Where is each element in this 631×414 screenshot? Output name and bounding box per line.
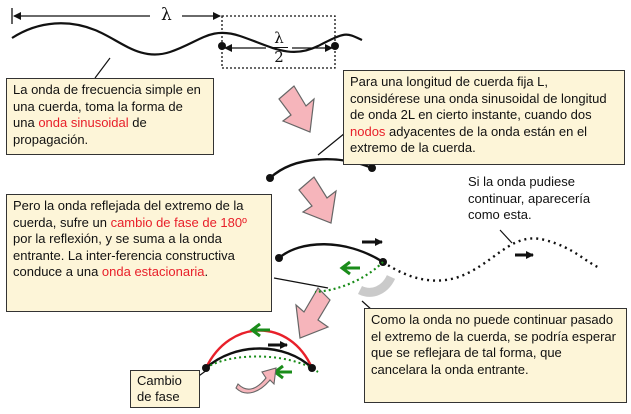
connector-c4 xyxy=(273,277,329,289)
phase-change-pink-arrow xyxy=(235,367,277,394)
callout-2-red: nodos xyxy=(350,123,386,139)
flow-arrow-2 xyxy=(298,176,337,224)
green-arrow-left-1 xyxy=(339,260,360,276)
continued-wave-dotted xyxy=(382,237,601,282)
node-dot-2a xyxy=(266,174,274,182)
half-lambda-denominator: 2 xyxy=(274,48,284,66)
callout-simple-frequency: La onda de frecuencia simple en una cuer… xyxy=(6,78,214,155)
sine-wave-top xyxy=(11,22,363,56)
flow-arrow-3 xyxy=(295,287,331,339)
callout-4-red2: onda estacionaria xyxy=(101,264,205,279)
reflection-curve-arrow xyxy=(357,274,396,297)
node-dot-right xyxy=(331,42,339,50)
callout-reflected-wave: Pero la onda reflejada del extremo de la… xyxy=(6,194,272,312)
callout-1-pre: La onda de frecuencia simple en una cuer… xyxy=(13,82,201,130)
node-dot-4b xyxy=(308,364,316,372)
callout-phase-change: Cambio de fase xyxy=(130,370,200,408)
callout-1-post: de propagación. xyxy=(13,115,147,147)
connector-c1 xyxy=(94,57,111,79)
callout-4-red1: cambio de fase de 180º xyxy=(110,214,247,230)
text-if-continued: Si la onda pudiese continuar, aparecería… xyxy=(468,174,598,224)
half-lambda-label: λ 2 xyxy=(268,30,290,65)
half-lambda-box xyxy=(221,15,336,69)
callout-2-pre: Para una longitud de cuerda fija L, cons… xyxy=(350,74,607,122)
node-dot-4a xyxy=(202,364,210,372)
flow-arrow-1 xyxy=(278,85,315,133)
green-arrow-left-3 xyxy=(272,364,292,380)
callout-2-post: adyacentes de la onda están en el extrem… xyxy=(350,123,588,156)
lambda-label: λ xyxy=(158,6,175,24)
standing-wave-black xyxy=(205,347,313,369)
connector-c2 xyxy=(317,132,346,156)
incoming-wave-3 xyxy=(278,243,384,264)
callout-fixed-length: Para una longitud de cuerda fija L, cons… xyxy=(343,70,625,165)
callout-4-mid: por la reflexión, y se suma a la onda en… xyxy=(13,231,235,279)
standing-wave-green-dotted xyxy=(205,355,319,373)
reflected-wave-green-dotted xyxy=(314,261,384,294)
callout-4-post: . xyxy=(204,264,209,279)
green-arrow-left-2 xyxy=(249,322,270,338)
node-dot-2b xyxy=(368,164,376,172)
callout-4-pre: Pero la onda reflejada del extremo de la… xyxy=(13,198,244,230)
half-lambda-numerator: λ xyxy=(274,29,284,47)
callout-cancellation: Como la onda no puede continuar pasado e… xyxy=(364,308,627,403)
callout-1-red: onda sinusoidal xyxy=(38,115,129,130)
connector-c3 xyxy=(499,229,513,244)
node-dot-3a xyxy=(275,254,283,262)
